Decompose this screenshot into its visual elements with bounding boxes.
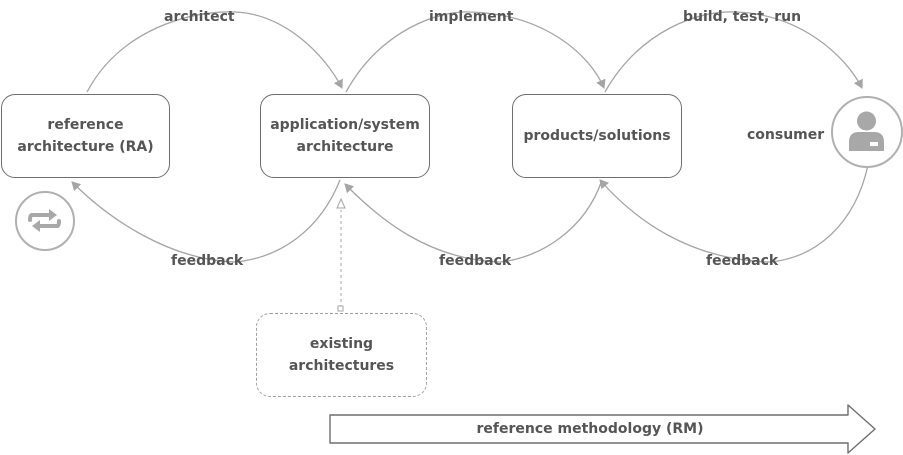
arc-feedback-3 xyxy=(599,164,869,263)
reference-architecture-line2: architecture (RA) xyxy=(17,139,154,155)
arc-feedback-1 xyxy=(71,179,341,263)
label-feedback-2: feedback xyxy=(439,253,512,269)
products-solutions-box: products/solutions xyxy=(512,94,682,178)
dashed-connector-start xyxy=(337,305,344,312)
user-icon xyxy=(831,96,903,168)
consumer-label: consumer xyxy=(747,127,825,143)
methodology-arrow xyxy=(329,404,876,454)
label-build-test-run: build, test, run xyxy=(683,9,802,25)
arc-feedback-2 xyxy=(344,179,603,263)
label-feedback-3: feedback xyxy=(706,253,779,269)
application-architecture-line2: architecture xyxy=(296,139,394,155)
methodology-label: reference methodology (RM) xyxy=(476,421,704,437)
arc-build-test-run xyxy=(604,11,863,93)
label-feedback-1: feedback xyxy=(171,253,244,269)
methodology-label-wrap: reference methodology (RM) xyxy=(330,414,850,444)
existing-architectures-box: existing architectures xyxy=(256,313,427,397)
arc-implement xyxy=(345,11,606,93)
application-architecture-line1: application/system xyxy=(270,117,420,133)
reference-architecture-box: reference architecture (RA) xyxy=(1,94,170,178)
cycle-arrows-icon xyxy=(15,191,75,251)
existing-architectures-line1: existing xyxy=(309,336,374,352)
application-architecture-box: application/system architecture xyxy=(260,94,430,178)
arc-architect xyxy=(86,11,343,93)
label-architect: architect xyxy=(164,9,235,25)
label-implement: implement xyxy=(429,9,514,25)
existing-architectures-line2: architectures xyxy=(288,358,395,374)
products-solutions-line1: products/solutions xyxy=(523,128,671,144)
dashed-connector-arrowhead xyxy=(336,197,346,209)
reference-architecture-line1: reference xyxy=(47,117,124,133)
